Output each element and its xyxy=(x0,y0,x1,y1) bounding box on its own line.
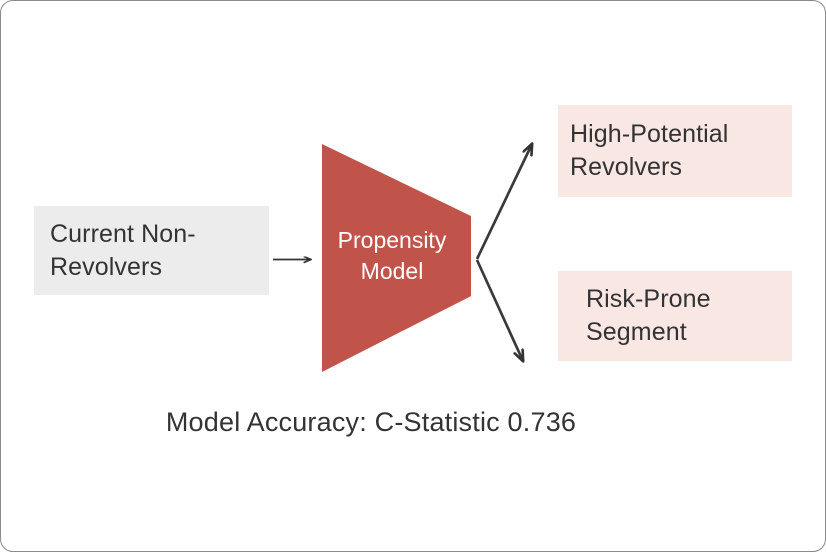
node-label-current-non-revolvers: Current Non- Revolvers xyxy=(50,219,196,281)
model-accuracy-caption: Model Accuracy: C-Statistic 0.736 xyxy=(165,407,577,437)
output-arrow-lower xyxy=(475,259,523,361)
node-high-potential-revolvers[interactable]: High-Potential Revolvers xyxy=(558,105,792,197)
node-label-high-potential-revolvers: High-Potential Revolvers xyxy=(570,120,729,181)
output-arrow-upper xyxy=(475,144,532,260)
node-risk-prone-segment[interactable]: Risk-Prone Segment xyxy=(558,271,792,361)
node-current-non-revolvers[interactable]: Current Non- Revolvers xyxy=(34,206,269,295)
node-label-risk-prone-segment: Risk-Prone Segment xyxy=(586,285,711,346)
